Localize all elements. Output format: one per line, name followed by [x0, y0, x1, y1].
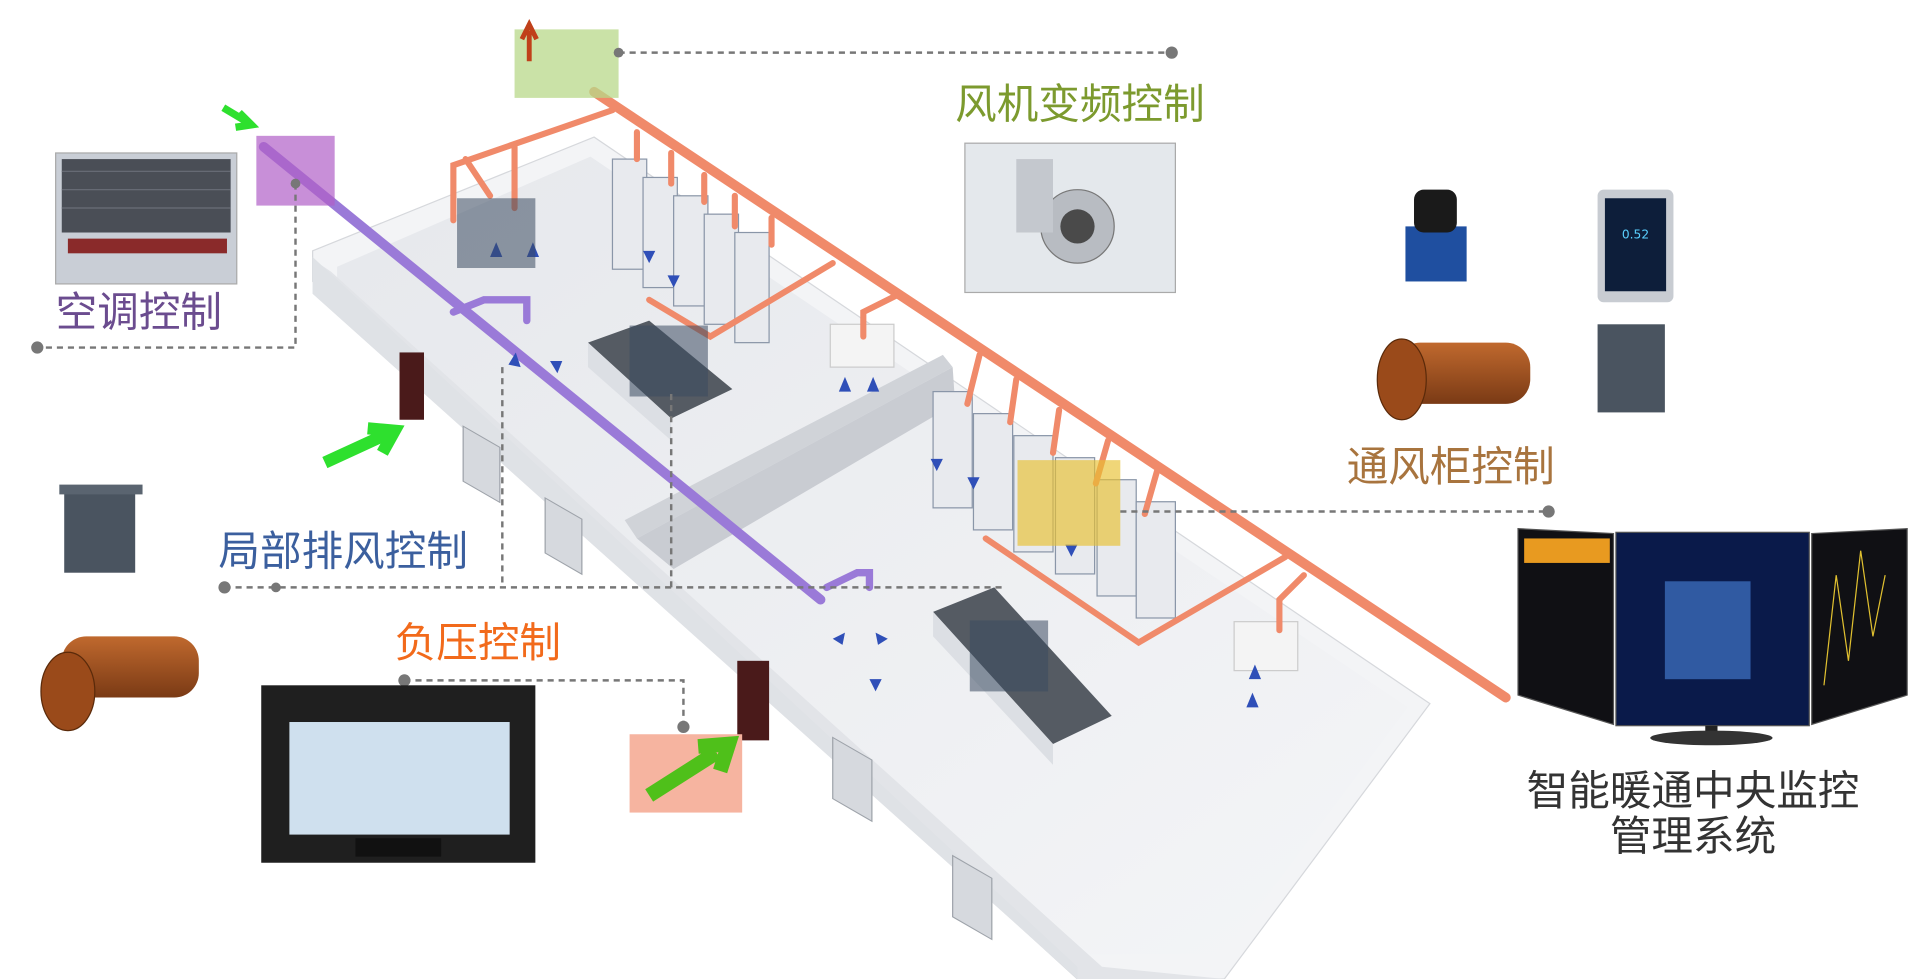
connector-dots	[31, 46, 1555, 734]
fan-control-label: 风机变频控制	[955, 80, 1205, 129]
ac-intake-highlight	[256, 135, 335, 206]
negative-pressure-label: 负压控制	[395, 618, 561, 667]
fan-photo	[964, 142, 1176, 294]
door	[737, 660, 770, 741]
supply-diffuser	[1233, 621, 1299, 672]
inflow-arrow-icon	[645, 735, 740, 802]
central-system-label: 智能暖通中央监控	[1527, 766, 1860, 815]
front-wall	[312, 256, 1078, 979]
touch-panel-device	[261, 685, 536, 863]
inflow-arrow-icon	[322, 422, 405, 469]
window	[462, 425, 501, 504]
cooling-tower-photo	[55, 152, 238, 285]
exhaust-damper-highlight	[629, 325, 708, 397]
exhaust-damper-highlight	[969, 620, 1049, 692]
central-system-label-2: 管理系统	[1610, 812, 1776, 861]
airflow-arrows	[490, 242, 1262, 708]
exhaust-valve-device	[40, 484, 199, 732]
ac-control-label: 空调控制	[56, 288, 222, 337]
fan-highlight	[514, 29, 619, 98]
hood-controller-device: 0.52	[1597, 189, 1674, 303]
lab-room-model	[312, 136, 1431, 979]
controller-readout: 0.52	[1622, 228, 1649, 242]
window	[832, 736, 873, 823]
door	[399, 352, 424, 420]
window	[952, 854, 993, 941]
hood-highlight	[1017, 460, 1121, 546]
exhaust-up-arrow-icon	[519, 19, 539, 62]
central-monitor	[1517, 528, 1908, 746]
supply-duct	[258, 141, 826, 605]
hood-control-label: 通风柜控制	[1347, 442, 1555, 491]
local-exhaust-label: 局部排风控制	[218, 526, 468, 575]
exhaust-duct-network	[258, 86, 1511, 703]
venturi-valve-device	[1376, 324, 1665, 421]
window	[544, 497, 583, 576]
exhaust-damper-highlight	[457, 198, 536, 269]
pressure-sensor-device	[1405, 189, 1467, 282]
connector-lines	[37, 51, 1549, 727]
partition-wall	[624, 354, 953, 539]
intake-arrow-icon	[221, 104, 260, 131]
